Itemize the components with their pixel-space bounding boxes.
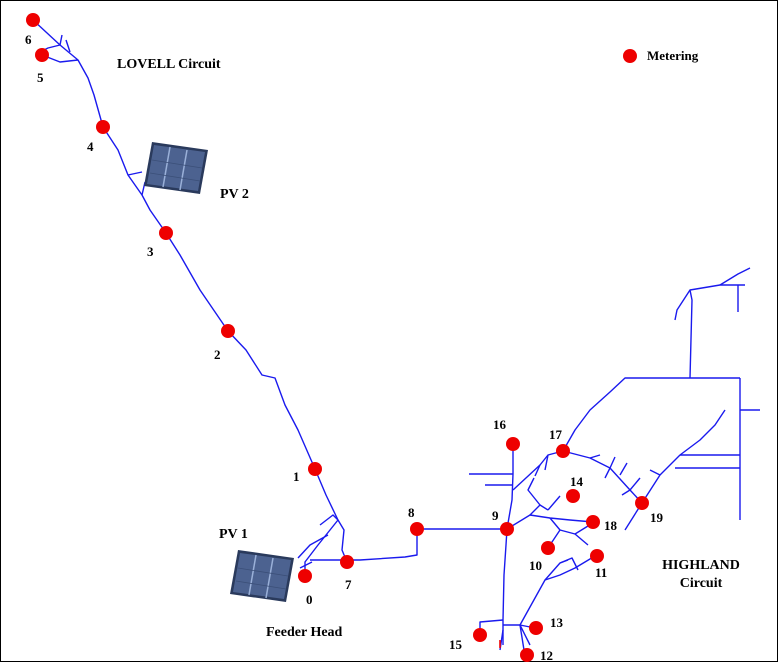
meter-3 bbox=[159, 226, 173, 240]
feeder-lines bbox=[32, 19, 760, 651]
meter-label-17: 17 bbox=[549, 427, 562, 442]
highland-line2: Circuit bbox=[679, 576, 723, 591]
meter-9 bbox=[500, 522, 514, 536]
meter-5 bbox=[35, 48, 49, 62]
meter-0 bbox=[298, 569, 312, 583]
meter-label-12: 12 bbox=[540, 648, 553, 663]
meter-label-18: 18 bbox=[604, 518, 617, 533]
meter-15 bbox=[473, 628, 487, 642]
lovell-circuit-label: LOVELL Circuit bbox=[117, 57, 221, 72]
meter-label-15: 15 bbox=[449, 637, 462, 652]
meter-11 bbox=[590, 549, 604, 563]
metering-legend-dot bbox=[623, 49, 637, 63]
meter-label-1: 1 bbox=[293, 469, 300, 484]
pv2-label: PV 2 bbox=[220, 187, 249, 202]
meter-7 bbox=[340, 555, 354, 569]
meter-label-10: 10 bbox=[529, 558, 542, 573]
meter-10 bbox=[541, 541, 555, 555]
meter-17 bbox=[556, 444, 570, 458]
meter-16 bbox=[506, 437, 520, 451]
meter-2 bbox=[221, 324, 235, 338]
meter-4 bbox=[96, 120, 110, 134]
meter-14 bbox=[566, 489, 580, 503]
meter-8 bbox=[410, 522, 424, 536]
meter-label-7: 7 bbox=[345, 577, 352, 592]
meter-19 bbox=[635, 496, 649, 510]
lovell-trunk bbox=[32, 19, 348, 563]
meter-18 bbox=[586, 515, 600, 529]
meter-label-19: 19 bbox=[650, 510, 663, 525]
feeder-link bbox=[310, 529, 418, 561]
meter-label-0: 0 bbox=[306, 592, 313, 607]
meter-label-14: 14 bbox=[570, 474, 583, 489]
meter-label-4: 4 bbox=[87, 139, 94, 154]
meter-6 bbox=[26, 13, 40, 27]
feeder-head-label: Feeder Head bbox=[266, 625, 343, 640]
meter-1 bbox=[308, 462, 322, 476]
solar-panel-icon-pv1 bbox=[230, 550, 294, 602]
meter-label-8: 8 bbox=[408, 505, 415, 520]
meter-12 bbox=[520, 648, 534, 662]
meter-points bbox=[26, 13, 649, 662]
meter-label-16: 16 bbox=[493, 417, 506, 432]
pv1-label: PV 1 bbox=[219, 527, 248, 542]
highland-circuit-label: HIGHLAND Circuit bbox=[660, 558, 742, 592]
meter-label-6: 6 bbox=[25, 32, 32, 47]
metering-legend-label: Metering bbox=[647, 48, 699, 63]
meter-label-3: 3 bbox=[147, 244, 154, 259]
meter-label-13: 13 bbox=[550, 615, 563, 630]
meter-label-9: 9 bbox=[492, 508, 499, 523]
meter-13 bbox=[529, 621, 543, 635]
solar-panel-icon-pv2 bbox=[144, 142, 208, 194]
meter-label-2: 2 bbox=[214, 347, 221, 362]
meter-label-5: 5 bbox=[37, 70, 44, 85]
meter-label-11: 11 bbox=[595, 565, 608, 580]
highland-line1: HIGHLAND bbox=[662, 558, 740, 573]
